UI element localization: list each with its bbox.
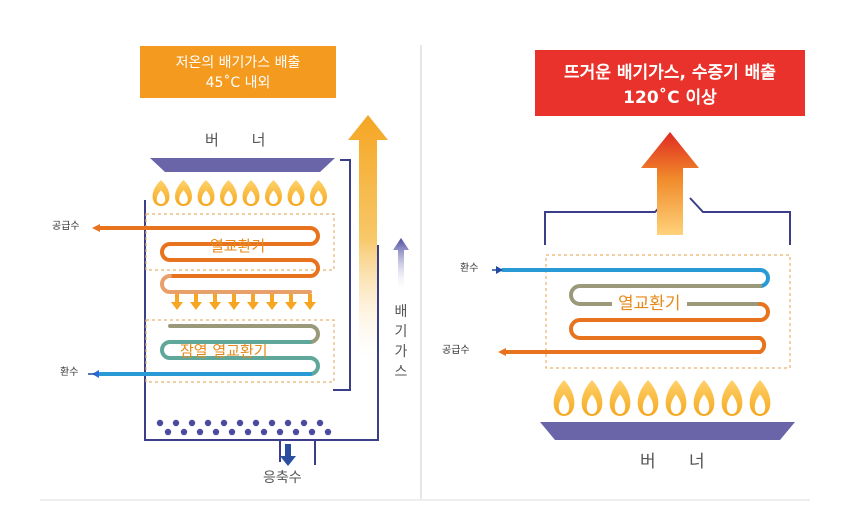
right-exhaust-badge: 뜨거운 배기가스, 수증기 배출 120˚C 이상 [535,50,805,116]
condensate-dot [316,419,324,427]
left-hx1-pipe [96,226,320,278]
down-arrow [171,294,183,310]
condensate-dot [172,419,180,427]
condensate-dot [252,419,260,427]
down-arrow [304,294,316,310]
right-supply-label: 공급수 [442,345,470,356]
right-flame [637,380,659,416]
condensate-dot [300,419,308,427]
left-exhaust-label: 배 기 가 스 [391,302,411,382]
left-badge-line1: 저온의 배기가스 배출 [175,55,301,71]
down-arrow [228,294,240,310]
right-hx-label: 열교환기 [612,294,687,315]
right-flames [553,380,771,416]
left-hx2-box [145,319,335,383]
down-arrow [209,294,221,310]
left-flame [287,180,305,206]
left-hx2-label: 잠열 열교환기 [180,342,268,360]
condensate-dot [292,428,300,436]
condensate-dot [196,428,204,436]
condensate-dot [260,428,268,436]
left-return-arrow [92,370,99,378]
condensate-dot [284,419,292,427]
left-flames [152,180,327,206]
left-flame [175,180,192,206]
left-hx2-pipe-top [168,324,320,344]
condensate-dot [236,419,244,427]
exhaust-char-2: 기 [394,324,408,340]
right-burner-label: 버 너 [640,452,719,472]
down-arrow [247,294,259,310]
left-condensate-label: 응축수 [263,470,302,486]
left-supply-label: 공급수 [52,221,80,232]
condensate-dot [204,419,212,427]
condensate-dot [180,428,188,436]
condensate-dot [164,428,172,436]
right-return-arrow [496,266,503,274]
left-flame [220,180,237,206]
right-supply-arrow [498,348,506,356]
right-hx-pipe-orange [503,302,770,354]
right-burner-plate [540,422,795,440]
left-exhaust-duct-outer [144,245,379,465]
down-arrow [190,294,202,310]
exhaust-char-3: 가 [394,344,408,360]
right-flame [553,380,575,416]
left-hx2-pipe-mid [160,340,320,376]
right-badge-line2: 120˚C 이상 [623,88,717,108]
left-hx1-box [145,213,335,271]
left-hx1-label: 열교환기 [210,237,266,255]
right-flame [665,380,687,416]
left-flame [310,180,327,206]
right-hx-pipe-top [501,268,770,288]
condensate-dot [324,428,332,436]
down-arrow [266,294,278,310]
left-flame [242,180,260,206]
condensate-dot [212,428,220,436]
right-flame [693,380,715,416]
condensate-dot [228,428,236,436]
left-exhaust-duct-inner [333,159,351,391]
condensate-dot [156,419,164,427]
right-flame [749,380,771,416]
down-arrow [285,294,297,310]
right-flame [609,380,631,416]
condensate-dot [308,428,316,436]
right-hx-box [545,254,791,369]
left-burner-plate [150,158,335,172]
right-exhaust-up-arrow [641,132,699,235]
left-flame [152,180,170,206]
exhaust-char-1: 배 [394,304,408,320]
right-badge-line1: 뜨거운 배기가스, 수증기 배출 [564,63,776,83]
left-burner-label: 버 너 [205,131,280,149]
condensate-dot [244,428,252,436]
right-flame [721,380,743,416]
left-exhaust-up-arrow [348,115,388,360]
condensate-dot [188,419,196,427]
condensate-dot [220,419,228,427]
left-flame [197,180,215,206]
left-exhaust-small-arrow [393,238,409,290]
right-hx-pipe-gray [569,284,762,306]
condensate-dot [276,428,284,436]
left-condensate-arrow [280,444,296,466]
condensate-dot [268,419,276,427]
left-badge-line2: 45˚C 내외 [205,75,271,91]
left-heat-transfer-arrows [171,294,316,310]
left-condensate-dots [156,419,332,436]
right-flame [581,380,603,416]
left-supply-arrow [92,224,100,232]
exhaust-char-4: 스 [394,364,408,380]
left-return-label: 환수 [60,367,79,378]
right-return-label: 환수 [460,263,479,274]
left-flame [265,180,282,206]
left-exhaust-badge: 저온의 배기가스 배출 45˚C 내외 [140,46,336,98]
